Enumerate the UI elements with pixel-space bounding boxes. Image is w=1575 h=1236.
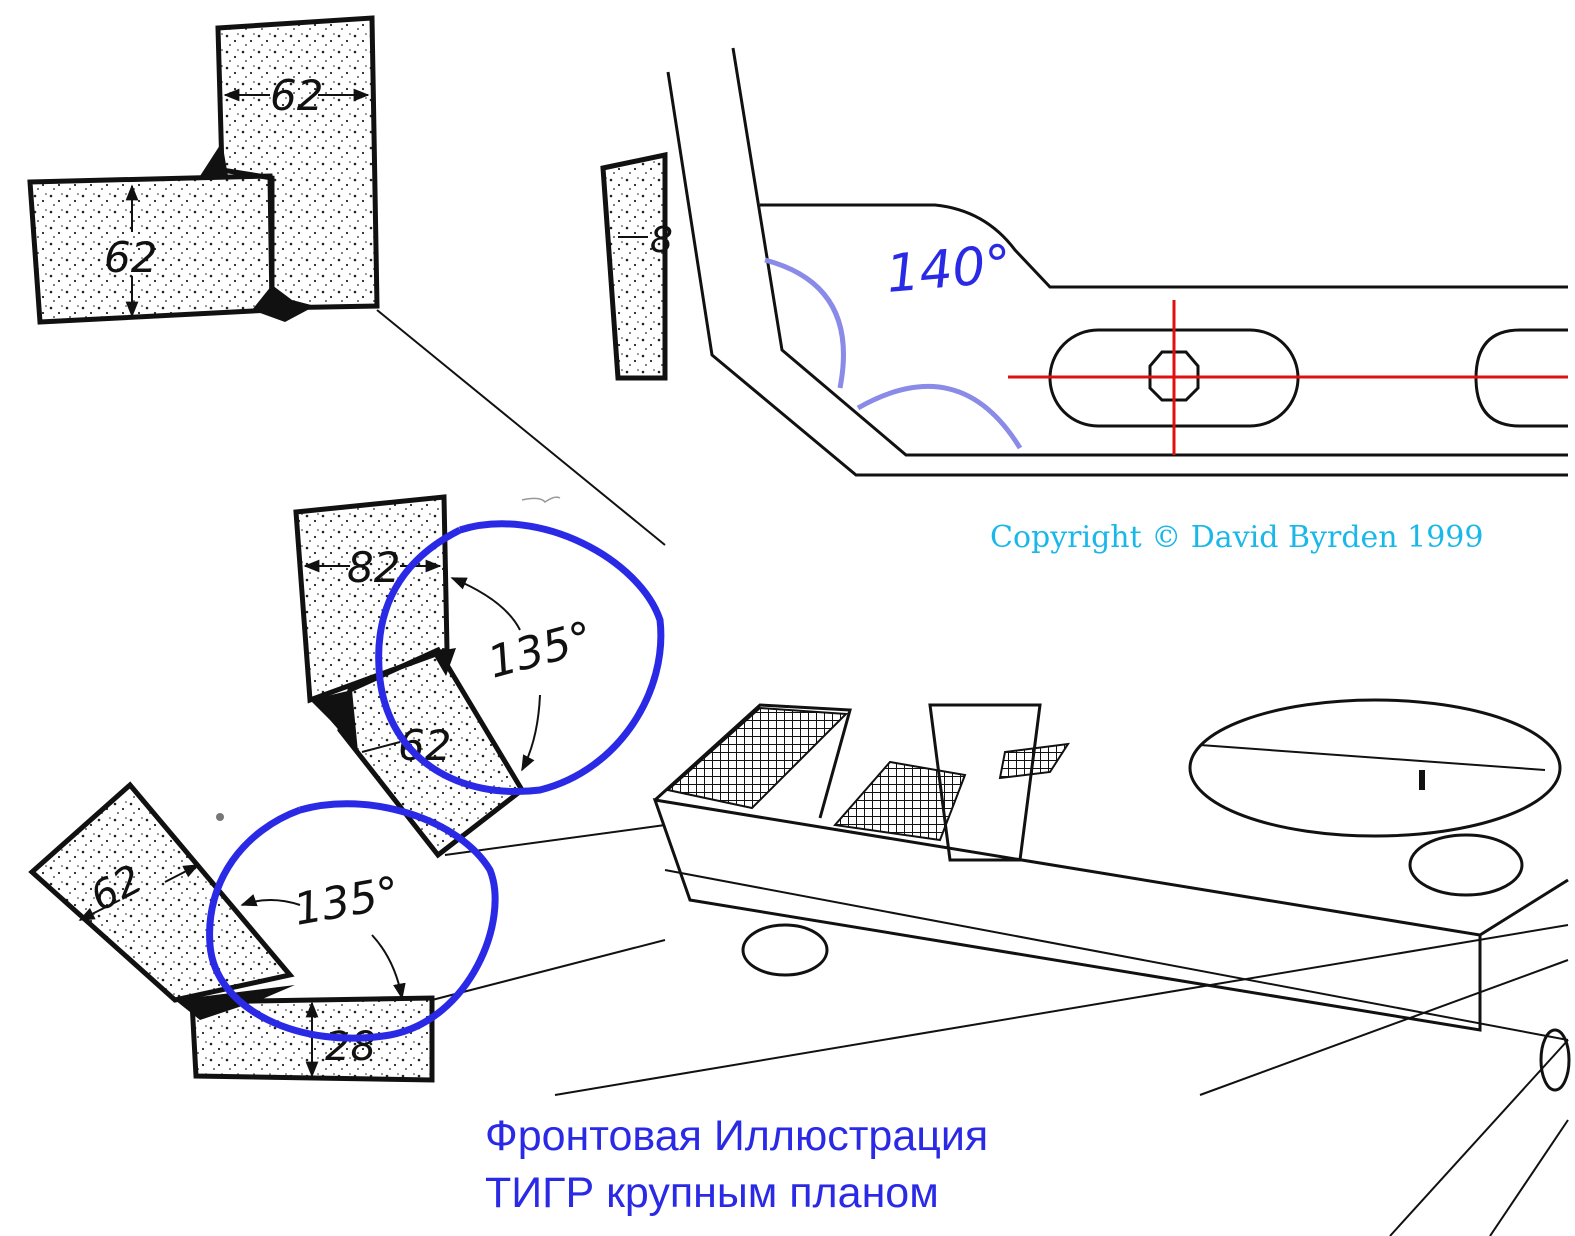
hull-outer-outline — [666, 71, 1568, 477]
scribble-mark — [521, 496, 561, 504]
weld-drawing-partial-right: 8 — [600, 151, 673, 381]
hull-top-profile — [760, 203, 1568, 289]
vertical-plate-thickness-label: 62 — [270, 71, 323, 120]
angle-arc-upper — [450, 577, 521, 631]
angle-arc-lower — [521, 694, 541, 772]
ground-line-3 — [1199, 959, 1569, 1096]
tow-hook-right — [1539, 1028, 1571, 1092]
weld-drawing-top-left: 62 62 — [27, 15, 666, 546]
front-plate — [652, 798, 1482, 1032]
bolt-hole — [1148, 350, 1200, 402]
weld-bead-small — [432, 648, 456, 676]
weld-bead-lower — [252, 285, 315, 322]
ground-line-2 — [664, 869, 1569, 1041]
angle-label: 135° — [290, 867, 403, 936]
tow-hook-left — [741, 923, 829, 977]
left-deck-edge — [653, 703, 852, 819]
hatch-ring — [1188, 698, 1562, 838]
hull-inner-outline — [731, 47, 1568, 457]
caption-title-line-2: ТИГР крупным планом — [485, 1169, 939, 1217]
engine-grille-center — [833, 760, 967, 842]
engine-grille-left — [665, 706, 849, 810]
angle-arc-left — [240, 894, 301, 907]
tiger-hull-perspective — [554, 698, 1571, 1236]
ground-line-1 — [554, 924, 1569, 1096]
upper-plate-thickness-label: 82 — [347, 543, 400, 592]
periscope-hatch — [1408, 833, 1524, 897]
middle-angle-circle — [375, 520, 665, 795]
angle-arc-annotation-2 — [856, 384, 1023, 450]
dimension-arrow-left — [78, 899, 121, 921]
dimension-arrow-right — [164, 864, 200, 883]
partial-plate-label: 8 — [650, 220, 673, 261]
partial-plate — [600, 151, 668, 381]
angle-arc-annotation-1 — [764, 257, 846, 389]
base-plate-thickness-label: 28 — [325, 1024, 376, 1070]
weld-bead-upper — [200, 142, 228, 176]
cad-hull-drawing: 140° — [666, 47, 1568, 477]
weld-drawing-bottom: 62 28 135° — [28, 781, 666, 1083]
lower-dimension-arrow — [361, 741, 401, 753]
stray-dot — [216, 813, 224, 821]
leader-line — [431, 939, 666, 1001]
hatch-line — [1199, 744, 1546, 771]
ground-line-5 — [1489, 1119, 1569, 1236]
weld-bead — [175, 985, 295, 1020]
slanted-plate — [28, 781, 295, 1003]
right-edge — [1479, 878, 1569, 937]
bottom-angle-circle — [206, 800, 499, 1042]
ground-line-4 — [1389, 1039, 1569, 1236]
caption-title-line-1: Фронтовая Иллюстрация — [485, 1112, 989, 1160]
turret-mount — [928, 703, 1042, 862]
blue-annotation-circles — [206, 520, 665, 1042]
angle-annotation-label: 140° — [884, 234, 1014, 305]
leader-line — [376, 309, 666, 546]
horizontal-plate-thickness-label: 62 — [104, 233, 157, 282]
angle-arc-right — [371, 934, 406, 1000]
weld-bead — [310, 690, 358, 752]
angle-label: 135° — [483, 612, 599, 689]
copyright-notice: Copyright © David Byrden 1999 — [990, 520, 1484, 555]
leader-line — [444, 824, 666, 856]
